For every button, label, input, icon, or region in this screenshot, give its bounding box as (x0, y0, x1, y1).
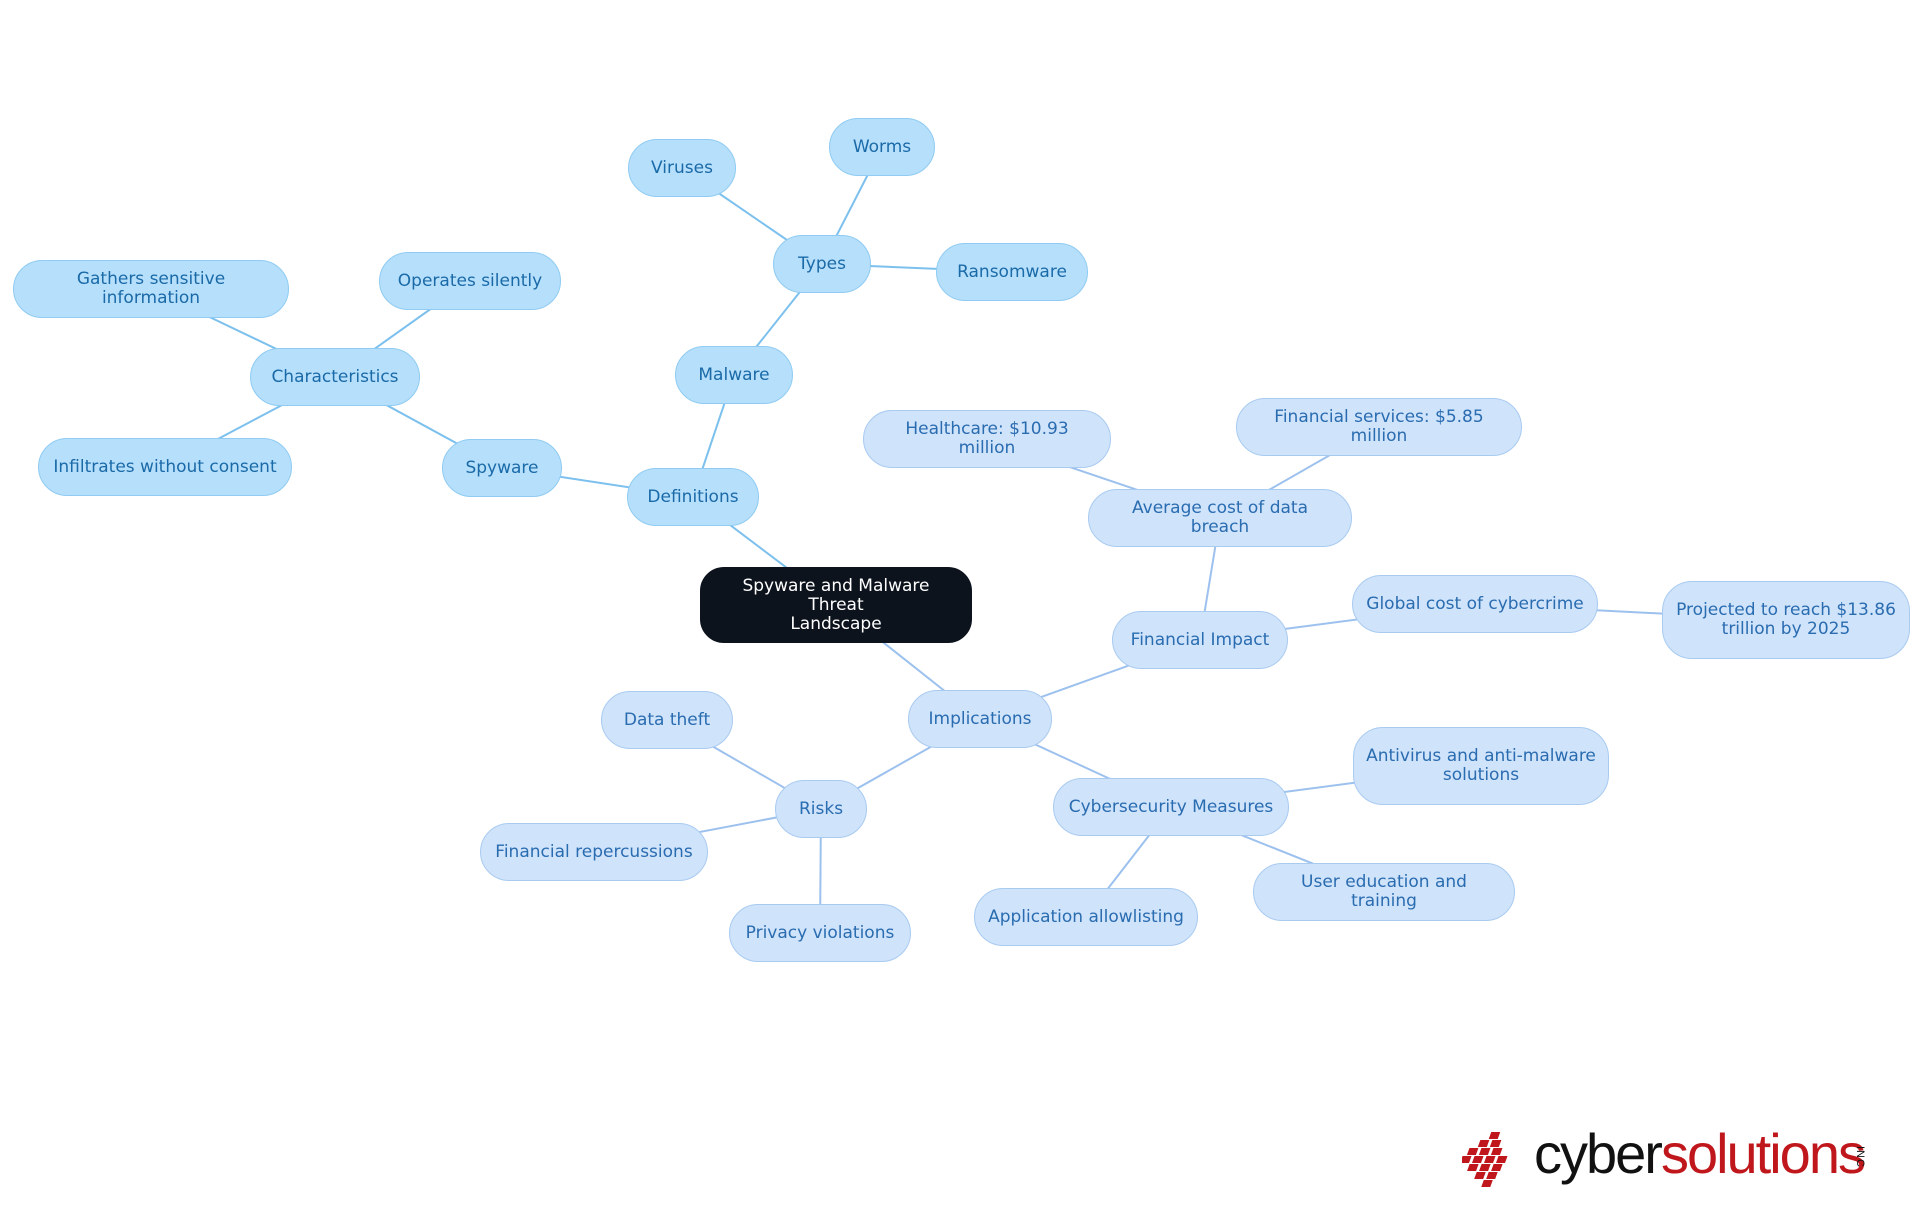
node-label: Gathers sensitive information (26, 270, 276, 308)
node-label-text: Implications (928, 708, 1032, 729)
node-privacy: Privacy violations (729, 904, 911, 962)
node-label-text: Malware (698, 364, 770, 385)
node-label: Application allowlisting (988, 906, 1184, 927)
node-label-text: Global cost of cybercrime (1366, 593, 1584, 614)
node-label: Privacy violations (745, 922, 895, 943)
node-app-allow: Application allowlisting (974, 888, 1198, 946)
node-label: Types (798, 253, 846, 274)
node-label-text: Data theft (623, 709, 711, 730)
node-label-text: Financial Impact (1130, 629, 1270, 650)
node-label: Financial Impact (1130, 629, 1270, 650)
node-malware: Malware (675, 346, 793, 404)
node-label-text: Operates silently (397, 270, 543, 291)
node-label-line: Spyware and Malware Threat (742, 575, 930, 615)
logo-wordmark: cybersolutions (1534, 1122, 1866, 1186)
node-label-text: User education and training (1301, 872, 1467, 911)
node-global-cost: Global cost of cybercrime (1352, 575, 1598, 633)
node-gathers: Gathers sensitive information (13, 260, 289, 318)
node-label-text: Types (798, 253, 846, 274)
node-label-text: Risks (798, 798, 844, 819)
node-label-text: Ransomware (957, 261, 1067, 282)
node-label: Worms (852, 136, 912, 157)
node-ransomware: Ransomware (936, 243, 1088, 301)
node-definitions: Definitions (627, 468, 759, 526)
node-label: Financial services: $5.85 million (1249, 408, 1509, 446)
node-viruses: Viruses (628, 139, 736, 197)
node-types: Types (773, 235, 871, 293)
node-label-line: Landscape (790, 613, 882, 634)
node-label: Infiltrates without consent (53, 456, 277, 477)
node-label-text: Viruses (651, 157, 713, 178)
node-user-edu: User education and training (1253, 863, 1515, 921)
node-label: Global cost of cybercrime (1366, 593, 1584, 614)
node-label: Average cost of data breach (1101, 499, 1339, 537)
node-cyber-measures: Cybersecurity Measures (1053, 778, 1289, 836)
node-risks: Risks (775, 780, 867, 838)
logo-solutions-text: solutions (1660, 1122, 1866, 1185)
node-label-line: solutions (1442, 765, 1520, 785)
node-label: Operates silently (397, 270, 543, 291)
node-label-text: Cybersecurity Measures (1068, 796, 1274, 817)
node-worms: Worms (829, 118, 935, 176)
cybersolutions-logo: cybersolutions INC (1462, 1120, 1882, 1200)
node-label-text: Average cost of data breach (1132, 498, 1308, 537)
node-label: Malware (698, 364, 770, 385)
node-label: Viruses (651, 157, 713, 178)
node-label-text: Gathers sensitive information (76, 269, 226, 308)
node-financial-impact: Financial Impact (1112, 611, 1288, 669)
node-characteristics: Characteristics (250, 348, 420, 406)
node-label-text: Infiltrates without consent (53, 456, 277, 477)
node-fin-reperc: Financial repercussions (480, 823, 708, 881)
logo-mark-icon (1462, 1132, 1508, 1187)
logo-cyber-text: cyber (1534, 1122, 1663, 1185)
node-data-theft: Data theft (601, 691, 733, 749)
node-label: Risks (798, 798, 844, 819)
node-label-line: Projected to reach $13.86 (1676, 600, 1896, 620)
node-label: Implications (928, 708, 1032, 729)
node-label-text: Spyware (465, 457, 539, 478)
node-label: Financial repercussions (495, 841, 693, 862)
node-healthcare: Healthcare: $10.93 million (863, 410, 1111, 468)
node-label-text: Financial services: $5.85 million (1274, 407, 1484, 446)
node-label-text: Definitions (647, 486, 739, 507)
node-label: Data theft (623, 709, 711, 730)
node-label-line: trillion by 2025 (1721, 619, 1851, 639)
node-label-line: Antivirus and anti-malware (1366, 746, 1596, 766)
node-label-text: Healthcare: $10.93 million (905, 419, 1069, 458)
node-avg-cost: Average cost of data breach (1088, 489, 1352, 547)
node-label: Characteristics (271, 366, 399, 387)
node-label-text: Application allowlisting (988, 906, 1184, 927)
node-label: Cybersecurity Measures (1068, 796, 1274, 817)
node-label: Spyware (465, 457, 539, 478)
node-label-text: Privacy violations (745, 922, 895, 943)
node-label: Ransomware (957, 261, 1067, 282)
node-implications: Implications (908, 690, 1052, 748)
node-fin-services: Financial services: $5.85 million (1236, 398, 1522, 456)
node-label-text: Financial repercussions (495, 841, 693, 862)
node-label-text: Characteristics (271, 366, 399, 387)
node-label: Healthcare: $10.93 million (876, 420, 1098, 458)
node-label: User education and training (1266, 873, 1502, 911)
node-label-text: Worms (852, 136, 912, 157)
node-spyware: Spyware (442, 439, 562, 497)
node-operates: Operates silently (379, 252, 561, 310)
node-infiltrates: Infiltrates without consent (38, 438, 292, 496)
logo-inc-text: INC (1854, 1146, 1866, 1168)
node-label: Definitions (647, 486, 739, 507)
